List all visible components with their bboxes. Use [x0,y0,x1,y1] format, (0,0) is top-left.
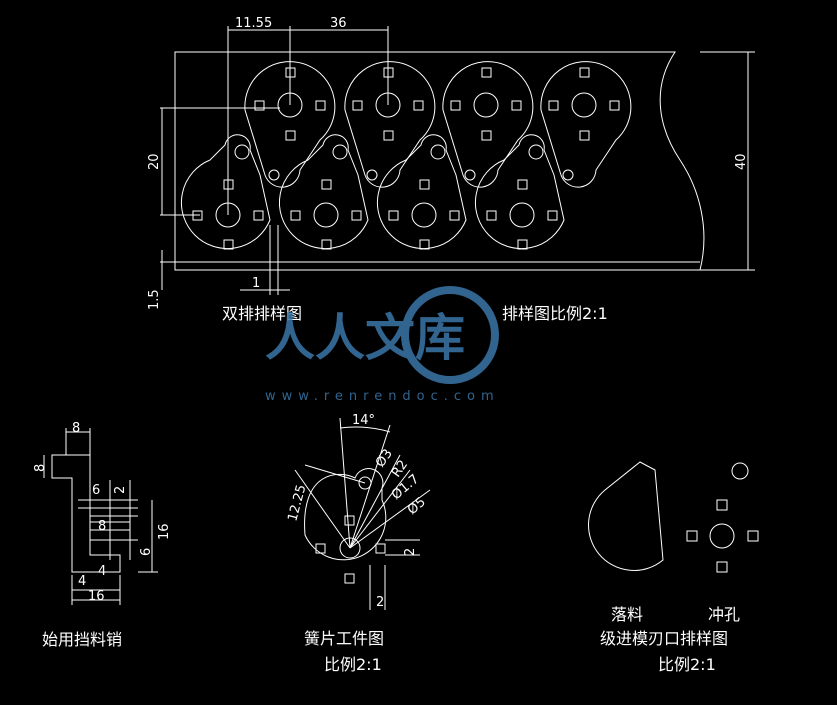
dim-pin-stack: 8 [98,519,106,534]
punch-hole-center [709,523,735,549]
dim-pin-8-side: 8 [33,464,48,472]
dim-pin-4-b: 4 [98,564,106,579]
caption-progressive-die: 级进模刃口排样图 [600,629,728,648]
dim-40: 40 [734,153,749,170]
blanking-outline [588,461,664,571]
caption-punching: 冲孔 [708,605,740,624]
watermark-url: www.renrendoc.com [265,389,500,404]
strip-layout: 11.55 36 20 40 1 1.5 [147,16,755,310]
watermark: 人人文库 www.renrendoc.com [265,286,500,404]
dim-angle-14: 14° [352,413,375,428]
caption-progressive-die-scale: 比例2:1 [658,655,716,674]
dim-1-5: 1.5 [147,289,162,310]
caption-double-row-layout: 双排排样图 [222,304,302,323]
watermark-text: 人人文库 [265,309,465,367]
pilot-hole [731,462,749,480]
dim-pin-2: 2 [113,486,128,494]
dim-phi-5: Ø5 [405,495,429,518]
dim-36: 36 [330,16,347,31]
dim-2-bottom: 2 [376,595,384,610]
dim-2-right: 2 [403,548,418,556]
dim-pin-8-top: 8 [72,421,80,436]
dim-12-25: 12.25 [285,483,309,523]
dim-1: 1 [252,276,260,291]
dim-pin-16-side: 16 [157,523,172,540]
dim-pin-6: 6 [92,483,100,498]
caption-spring-part: 簧片工件图 [304,629,384,648]
dim-11-55: 11.55 [235,16,272,31]
caption-stop-pin: 始用挡料销 [42,630,122,649]
strip-dimensions [160,26,755,295]
watermark-logo-ring [401,286,499,384]
top-row-parts [234,61,632,188]
dim-pin-16-bottom: 16 [88,589,105,604]
stop-pin-drawing [43,428,158,605]
bottom-row-parts [180,134,565,250]
caption-blanking: 落料 [611,605,643,624]
dim-pin-4-a: 4 [78,574,86,589]
caption-layout-scale: 排样图比例2:1 [502,304,608,323]
progressive-die-drawing [588,461,759,573]
strip-outline [174,51,705,271]
dim-20: 20 [147,153,162,170]
dim-pin-6-b: 6 [139,548,154,556]
spring-part-drawing [294,417,431,610]
caption-spring-part-scale: 比例2:1 [324,655,382,674]
